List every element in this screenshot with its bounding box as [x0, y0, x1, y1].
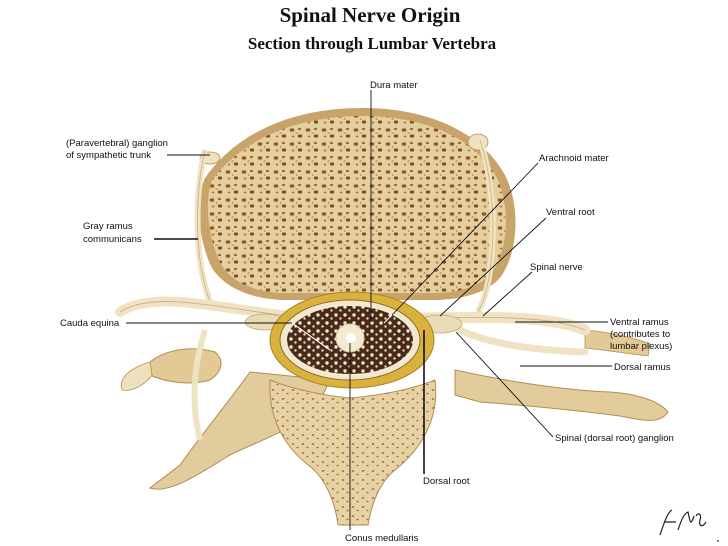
- label-gray-ramus-2: communicans: [83, 234, 142, 245]
- label-spinal-nerve: Spinal nerve: [530, 262, 583, 273]
- label-paravertebral-ganglion-1: (Paravertebral) ganglion: [66, 138, 168, 149]
- label-ventral-ramus-2: (contributes to: [610, 329, 670, 340]
- arachnoid-mater-leader: [391, 162, 539, 316]
- label-arachnoid-mater: Arachnoid mater: [539, 153, 609, 164]
- vertebral-arch: [120, 329, 669, 526]
- spinal-ganglion-leader: [455, 331, 554, 438]
- label-cauda-equina: Cauda equina: [60, 318, 120, 329]
- label-spinal-ganglion: Spinal (dorsal root) ganglion: [555, 433, 674, 444]
- figure-title: Spinal Nerve Origin: [279, 3, 461, 27]
- label-dorsal-root: Dorsal root: [423, 476, 470, 487]
- label-gray-ramus-1: Gray ramus: [83, 221, 133, 232]
- label-ventral-ramus-3: lumbar plexus): [610, 341, 672, 352]
- label-dura-mater: Dura mater: [370, 80, 418, 91]
- label-ventral-ramus-1: Ventral ramus: [610, 317, 669, 328]
- spinal-nerve-leader: [482, 271, 533, 317]
- artist-signature: [659, 509, 719, 542]
- conus-medullaris: [335, 323, 365, 353]
- sympathetic-trunk: [194, 139, 496, 314]
- label-dorsal-ramus: Dorsal ramus: [614, 362, 671, 373]
- label-conus-medullaris: Conus medullaris: [345, 533, 419, 544]
- label-paravertebral-ganglion-2: of sympathetic trunk: [66, 150, 151, 161]
- ventral-root-leader: [439, 217, 547, 317]
- label-ventral-root: Ventral root: [546, 207, 595, 218]
- vertebral-body: [199, 108, 516, 300]
- figure-subtitle: Section through Lumbar Vertebra: [247, 34, 497, 53]
